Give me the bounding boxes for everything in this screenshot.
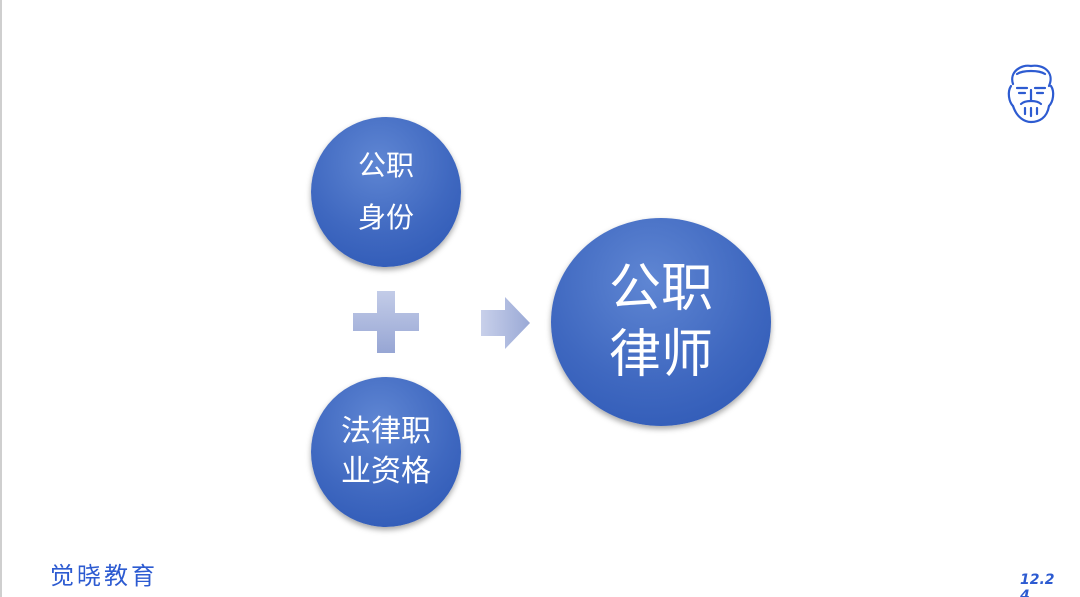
page-number: 12.2 4: [1020, 572, 1060, 597]
identity-circle: 公职 身份: [311, 117, 461, 267]
left-edge-rule: [0, 0, 2, 597]
qualification-line-1: 法律职: [341, 414, 431, 449]
teacher-face-icon: [1007, 64, 1055, 124]
brand-name: 觉晓教育: [50, 562, 158, 590]
arrow-right-icon: [481, 297, 530, 349]
result-line-2: 律师: [608, 325, 713, 385]
identity-line-1: 公职: [357, 149, 414, 182]
result-line-1: 公职: [608, 259, 713, 319]
plus-icon: [353, 291, 419, 353]
result-circle: 公职 律师: [551, 218, 771, 426]
page-number-text: 12.2 4: [1020, 572, 1055, 597]
qualification-circle: 法律职 业资格: [311, 377, 461, 527]
identity-line-2: 身份: [357, 201, 414, 234]
qualification-line-2: 业资格: [341, 454, 431, 489]
